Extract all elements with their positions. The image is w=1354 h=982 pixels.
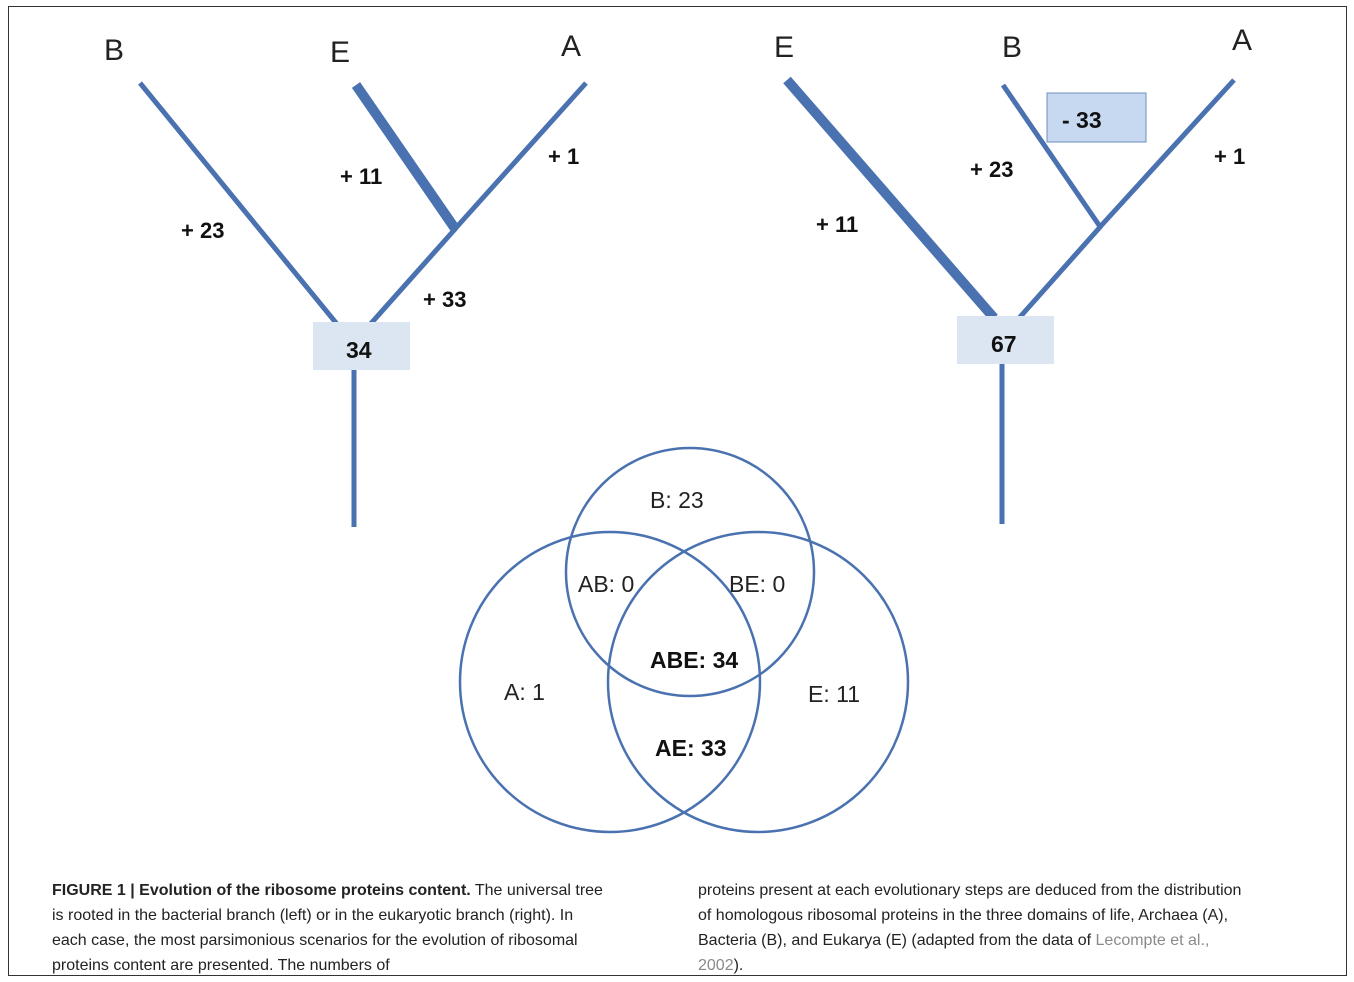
venn-circle-b — [564, 446, 816, 698]
right-leaf-b: B — [1002, 31, 1022, 64]
right-branch-ab — [1010, 224, 1103, 328]
left-root-count: 34 — [346, 337, 372, 363]
left-tree: B E A + 23 + 11 + 1 + 33 34 — [104, 30, 588, 527]
caption-column-left: FIGURE 1 | Evolution of the ribosome pro… — [52, 878, 612, 978]
right-leaf-e: E — [774, 31, 794, 64]
venn-label-ae: AE: 33 — [655, 735, 727, 761]
right-gain-b: + 23 — [970, 157, 1013, 182]
left-branch-b — [138, 81, 352, 342]
left-leaf-a: A — [561, 30, 581, 63]
right-gain-a: + 1 — [1214, 144, 1245, 169]
caption-citation-link[interactable]: Lecompte et al., 2002 — [698, 932, 1210, 974]
right-loss-box — [1046, 92, 1147, 143]
venn-label-b: B: 23 — [650, 487, 704, 513]
right-loss-count: - 33 — [1062, 107, 1102, 133]
right-tree: E B A + 11 + 23 + 1 - 33 67 — [774, 24, 1252, 524]
left-leaf-b: B — [104, 34, 124, 67]
right-branch-e — [783, 76, 998, 322]
figure-frame — [8, 6, 1347, 976]
venn-label-be: BE: 0 — [729, 571, 785, 597]
left-branch-ae — [356, 226, 458, 340]
venn-circle-a — [458, 530, 762, 834]
right-leaf-a: A — [1232, 24, 1252, 57]
left-root-box — [313, 322, 410, 370]
left-branch-e — [351, 82, 461, 233]
right-branch-a — [1097, 78, 1236, 230]
venn-diagram: B: 23 AB: 0 BE: 0 ABE: 34 A: 1 E: 11 AE:… — [458, 446, 910, 834]
left-leaf-e: E — [330, 36, 350, 69]
caption-end: ). — [733, 957, 744, 974]
caption-title: FIGURE 1 | Evolution of the ribosome pro… — [52, 882, 471, 899]
venn-circle-e — [606, 530, 910, 834]
left-branch-a — [452, 81, 588, 232]
left-gain-e: + 11 — [340, 164, 382, 189]
figure-diagram: B E A + 23 + 11 + 1 + 33 34 E B A + 11 +… — [104, 24, 1252, 834]
venn-label-e: E: 11 — [808, 681, 860, 707]
right-root-count: 67 — [991, 331, 1017, 357]
right-branch-b — [1000, 83, 1104, 230]
venn-label-ab: AB: 0 — [578, 571, 634, 597]
left-gain-b: + 23 — [181, 218, 224, 243]
right-root-box — [957, 316, 1054, 364]
caption-text-left: The universal tree is rooted in the bact… — [52, 882, 603, 974]
right-gain-e: + 11 — [816, 212, 858, 237]
left-gain-ae: + 33 — [423, 287, 466, 312]
venn-label-abe: ABE: 34 — [650, 647, 738, 673]
caption-column-right: proteins present at each evolutionary st… — [698, 878, 1258, 978]
venn-label-a: A: 1 — [504, 679, 545, 705]
caption-text-right: proteins present at each evolutionary st… — [698, 882, 1242, 949]
left-gain-a: + 1 — [548, 144, 579, 169]
